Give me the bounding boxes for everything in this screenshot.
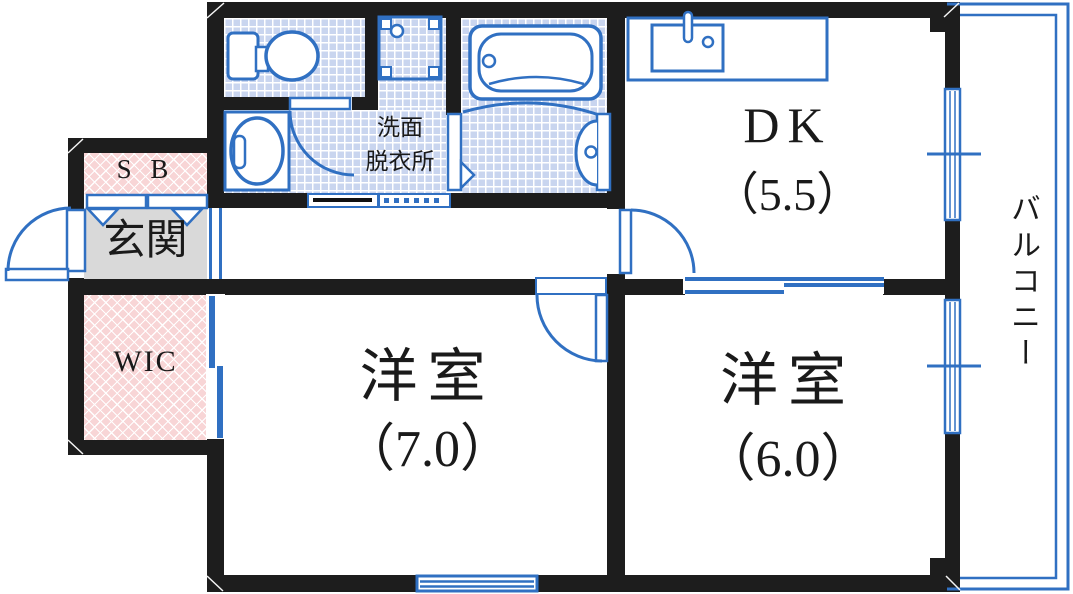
window-icon-western2 xyxy=(927,298,981,435)
wall-porch-left-a xyxy=(68,153,84,210)
wall-toilet-divider xyxy=(365,12,378,97)
window-icon-dk xyxy=(927,87,981,222)
wall-bottom-right xyxy=(537,575,960,592)
western1-door-icon xyxy=(535,277,609,363)
entrance-door-icon xyxy=(4,206,87,282)
wall-right-lower xyxy=(945,433,960,575)
wall-left-upper xyxy=(207,2,224,208)
wall-left-lower xyxy=(207,438,224,592)
bathroom-floor xyxy=(461,18,607,193)
entrance-step xyxy=(209,208,222,279)
wall-porch-top xyxy=(68,138,210,153)
wic-sliding-door-icon xyxy=(206,294,225,439)
wall-porch-bottom xyxy=(68,440,210,455)
wall-bath-west xyxy=(446,2,461,115)
wall-hall-south-b xyxy=(605,279,685,295)
dk-door-icon xyxy=(606,208,696,275)
wall-bottom-left xyxy=(207,575,417,592)
wall-dk-west-upper xyxy=(607,2,625,210)
balcony-label: バルコニー xyxy=(1006,193,1039,373)
wic-label: WIC xyxy=(113,345,178,378)
kitchen-sink-icon xyxy=(626,10,829,82)
dk-sliding-door-icon xyxy=(683,277,884,294)
shoe-box-label: S B xyxy=(116,154,175,184)
toilet-room-floor xyxy=(224,18,365,97)
wall-dk-south xyxy=(883,279,960,295)
washroom-label-line1: 洗面 xyxy=(377,115,423,140)
dk-size-label: （5.5） xyxy=(712,169,863,220)
washroom-counter-icon xyxy=(307,193,451,208)
wall-top xyxy=(207,2,960,18)
wall-hall-south-a xyxy=(68,279,537,295)
western2-size-label: （6.0） xyxy=(703,431,873,488)
dk-label: DK xyxy=(743,97,832,153)
western1-label: 洋室 xyxy=(359,344,496,409)
wall-toilet-south-a xyxy=(224,97,290,110)
wall-room-divider xyxy=(607,273,625,592)
wall-washroom-south-a xyxy=(224,193,308,208)
entrance-label: 玄関 xyxy=(103,218,188,264)
western2-label: 洋室 xyxy=(719,348,856,413)
wall-corner-block-top xyxy=(930,2,960,32)
wall-toilet-south-b xyxy=(352,97,378,110)
washroom-label-line2: 脱衣所 xyxy=(365,149,435,174)
shoe-box-area xyxy=(84,153,207,195)
western1-size-label: （7.0） xyxy=(342,421,512,478)
wall-porch-left-b xyxy=(68,278,84,440)
wall-washroom-south-b xyxy=(446,193,625,208)
wic-floor xyxy=(84,295,207,440)
window-icon-south xyxy=(415,574,539,593)
wall-corner-block-bottom xyxy=(930,558,960,592)
